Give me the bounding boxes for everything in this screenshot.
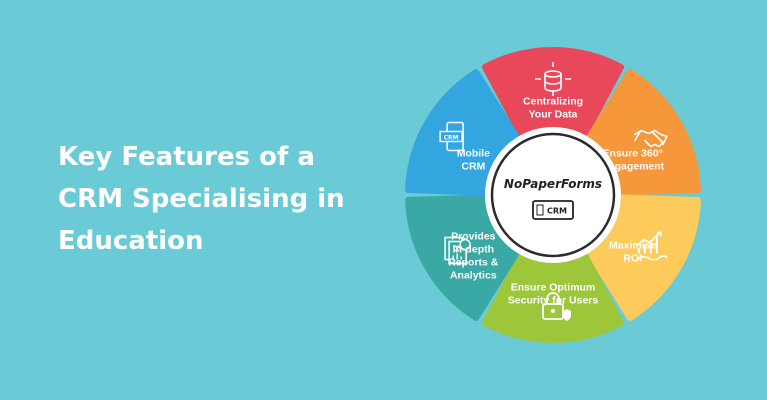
center-hub: NoPaperForms CRM [485,127,621,263]
segment-label-engagement: Ensure 360°Engagement [601,148,665,173]
segment-label-line: Ensure 360° [603,148,663,160]
segment-label-line: Analytics [450,270,497,282]
segment-label-line: Your Data [529,109,578,121]
headline: Key Features of a CRM Specialising in Ed… [58,136,378,262]
handshake-icon [634,129,668,148]
segment-label-line: ROI [623,253,642,265]
growth-chart-icon [634,231,668,263]
crm-badge-label: CRM [547,207,567,216]
headline-line-1: Key Features of a [58,142,315,172]
mobile-crm-icon: CRM [439,121,464,152]
svg-text:CRM: CRM [444,135,459,142]
crm-badge-icon: CRM [532,200,574,220]
headline-line-2: CRM Specialising in [58,184,345,214]
segment-label-line: Security for Users [508,295,599,307]
headline-line-3: Education [58,226,204,256]
segment-label-line: Reports & [448,257,499,269]
segment-label-line: Mobile [457,148,490,160]
segment-label-line: CRM [461,161,485,173]
lock-icon [542,292,571,321]
brand-logo-text: NoPaperForms [504,177,602,191]
segment-label-line: Engagement [601,161,665,173]
report-icon [444,236,471,265]
segment-label-line: Centralizing [523,96,583,108]
segment-label-line: Provides [451,231,496,243]
segment-label-line: in-depth [453,244,494,256]
segment-label-line: Maximise [609,240,656,252]
database-icon [535,62,571,96]
segment-label-line: Ensure Optimum [511,282,596,294]
